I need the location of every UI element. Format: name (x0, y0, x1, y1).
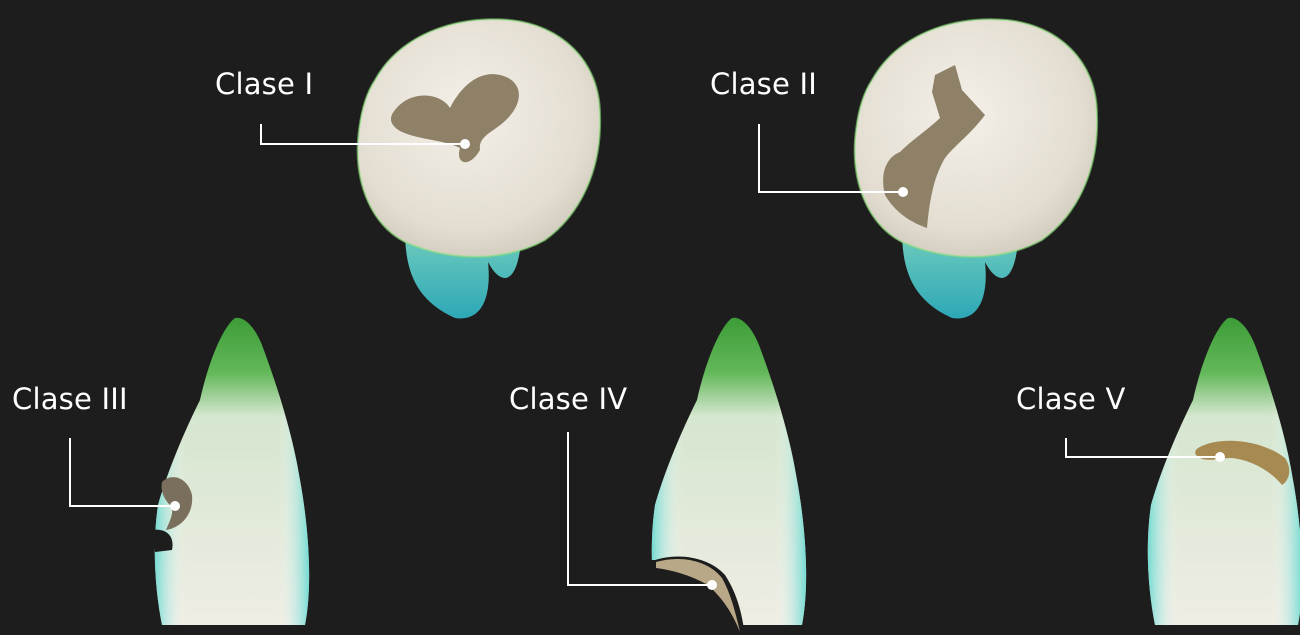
label-class-5: Clase V (1016, 382, 1126, 416)
incisor-tooth-class-4 (640, 318, 806, 635)
leader-dot-class-3 (170, 501, 180, 511)
leader-class-3 (70, 438, 175, 506)
label-class-1: Clase I (215, 67, 313, 101)
incisor-tooth-class-5 (1148, 318, 1300, 625)
label-class-2: Clase II (710, 67, 817, 101)
incisor-edge-tint (155, 318, 309, 625)
molar-crown (855, 19, 1097, 257)
leader-dot-class-4 (707, 580, 717, 590)
molar-tooth-class-1 (358, 19, 600, 318)
incisor-tooth-class-3 (152, 318, 309, 625)
molar-tooth-class-2 (855, 19, 1097, 318)
label-class-3: Clase III (12, 382, 128, 416)
label-class-4: Clase IV (509, 382, 627, 416)
leader-dot-class-1 (460, 139, 470, 149)
leader-dot-class-5 (1215, 452, 1225, 462)
leader-dot-class-2 (898, 187, 908, 197)
